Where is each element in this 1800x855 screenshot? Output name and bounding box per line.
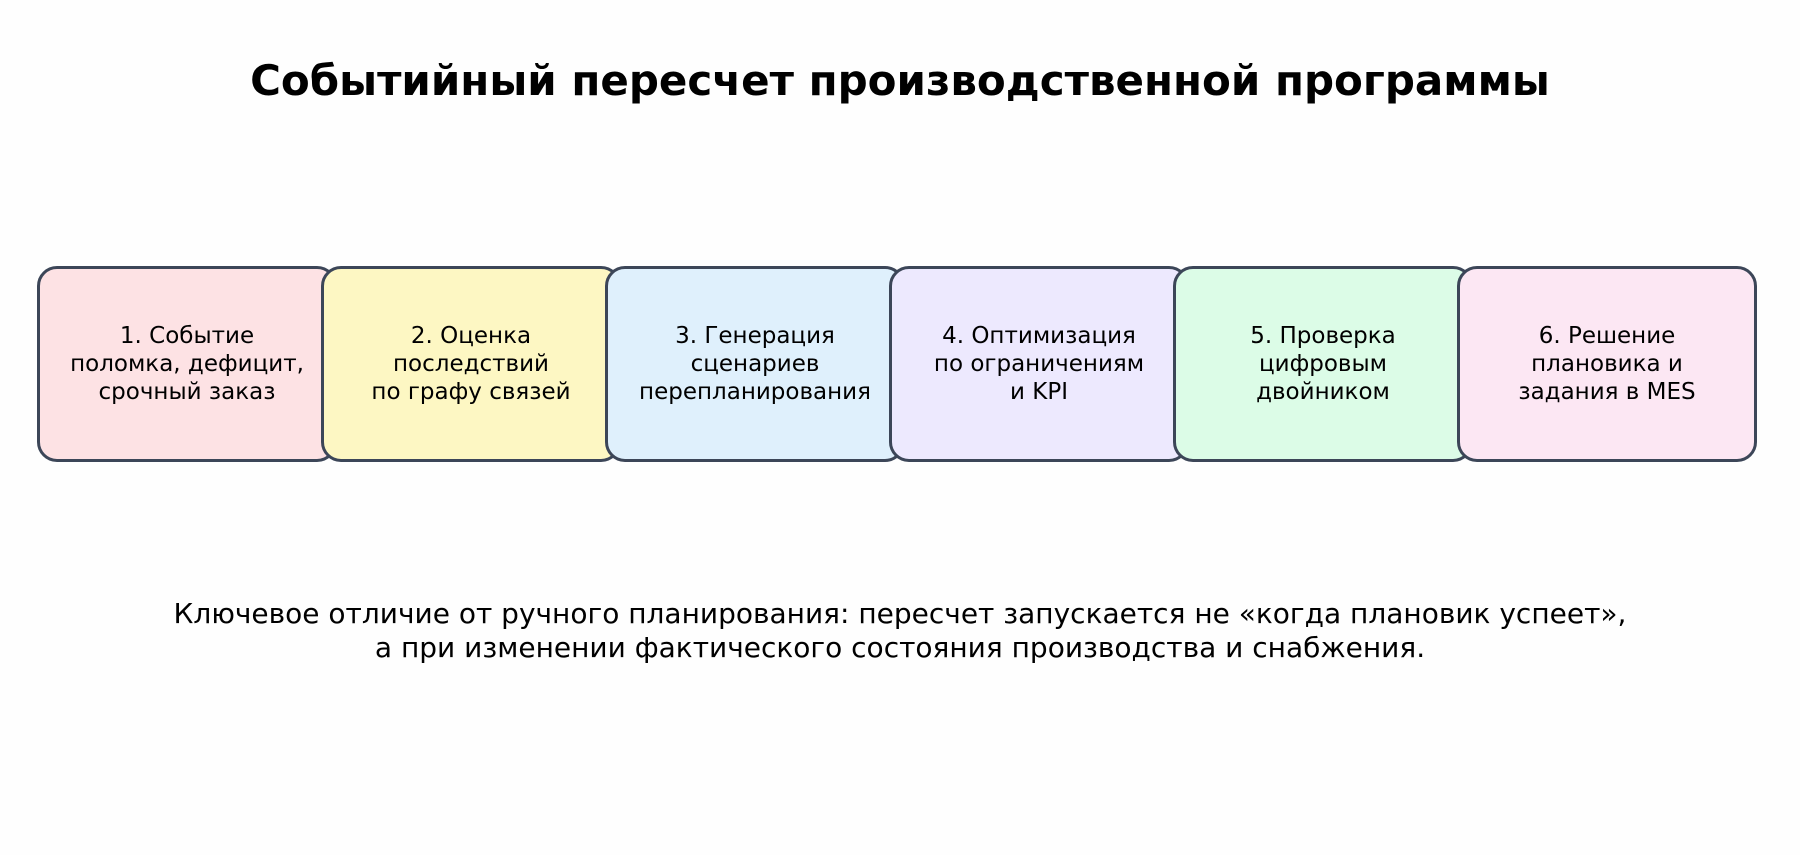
step-digital-twin-check: 5. Проверка цифровым двойником [1173, 266, 1473, 462]
key-difference-note: Ключевое отличие от ручного планирования… [0, 597, 1800, 665]
page-title: Событийный пересчет производственной про… [250, 56, 1550, 105]
step-label: 6. Решение плановика и задания в MES [1518, 323, 1696, 405]
note-line-1: Ключевое отличие от ручного планирования… [173, 597, 1627, 630]
step-label: 5. Проверка цифровым двойником [1250, 323, 1396, 405]
step-optimization: 4. Оптимизация по ограничениям и KPI [889, 266, 1189, 462]
step-impact-assessment: 2. Оценка последствий по графу связей [321, 266, 621, 462]
step-scenario-generation: 3. Генерация сценариев перепланирования [605, 266, 905, 462]
note-line-2: а при изменении фактического состояния п… [374, 631, 1426, 664]
step-label: 1. Событие поломка, дефицит, срочный зак… [70, 323, 304, 405]
step-event: 1. Событие поломка, дефицит, срочный зак… [37, 266, 337, 462]
step-label: 3. Генерация сценариев перепланирования [639, 323, 871, 405]
step-planner-decision: 6. Решение плановика и задания в MES [1457, 266, 1757, 462]
step-label: 2. Оценка последствий по графу связей [371, 323, 571, 405]
step-label: 4. Оптимизация по ограничениям и KPI [933, 323, 1145, 405]
